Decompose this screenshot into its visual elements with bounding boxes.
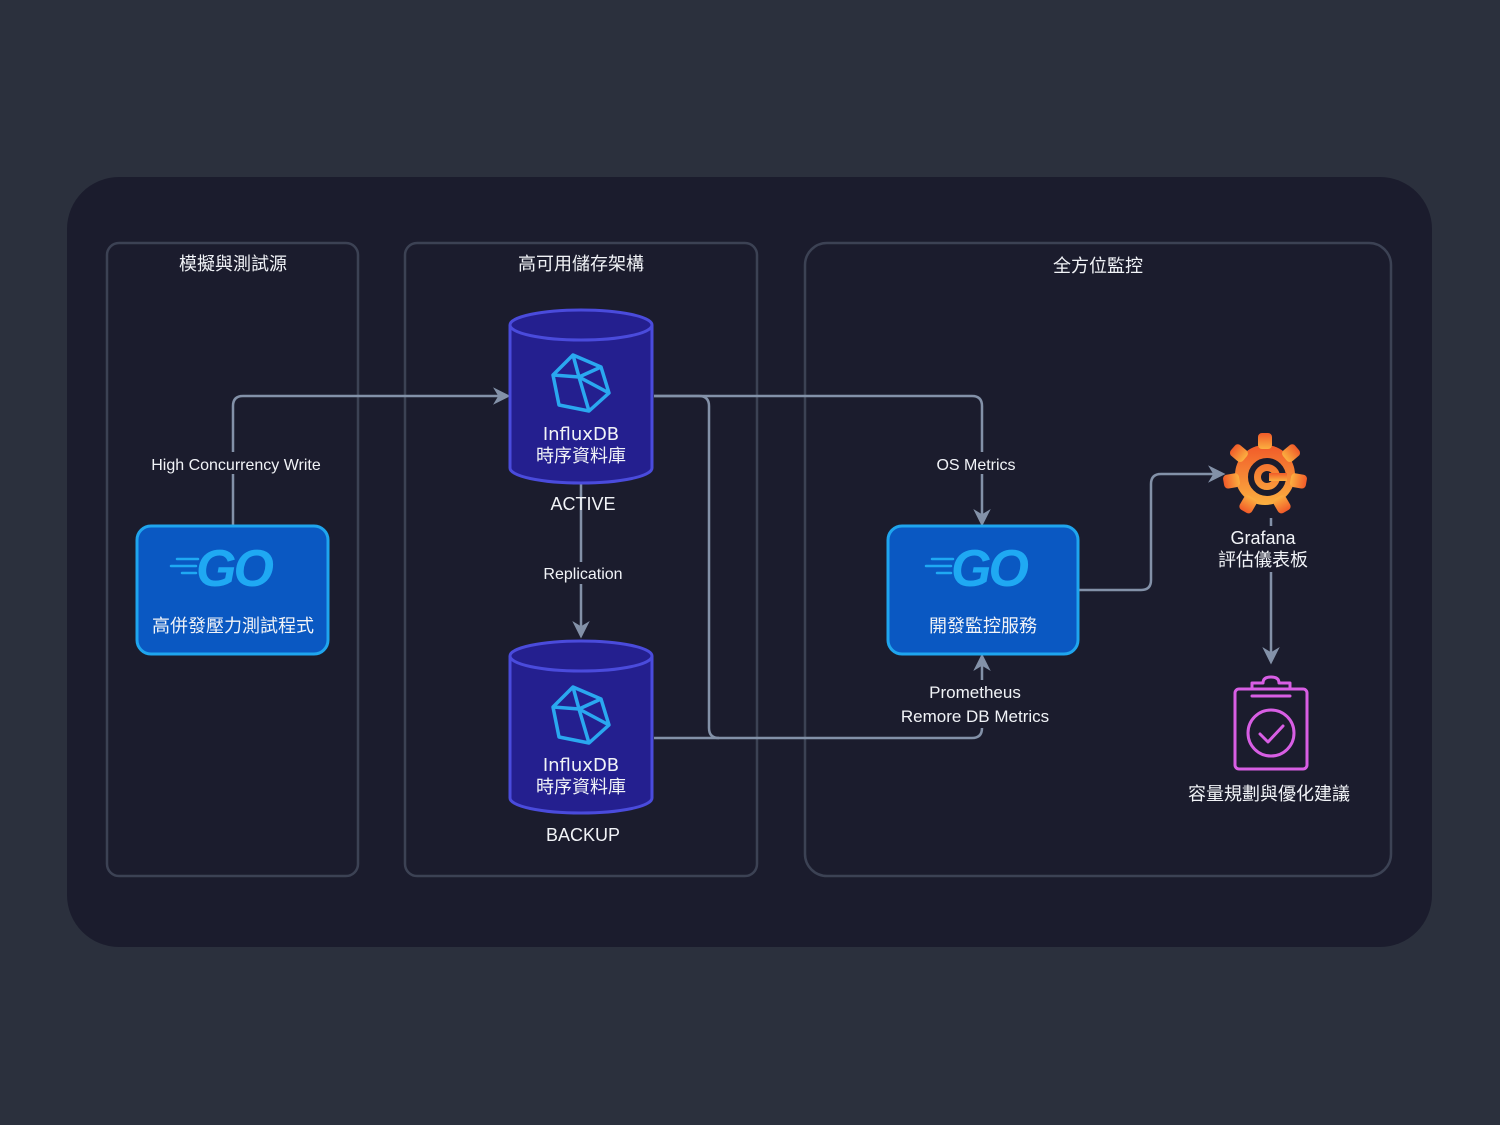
db-backup-label-line1: InfluxDB [543, 755, 619, 776]
node-db-backup[interactable]: InfluxDB 時序資料庫 BACKUP [508, 639, 654, 845]
go-logo-icon: GO [924, 540, 1031, 598]
node-db-active[interactable]: InfluxDB 時序資料庫 ACTIVE [508, 308, 654, 514]
influxdb-icon [551, 353, 611, 413]
svg-text:Remore DB Metrics: Remore DB Metrics [901, 707, 1049, 726]
clipboard-check-icon [1233, 675, 1309, 771]
svg-text:Replication: Replication [543, 566, 622, 583]
svg-text:GO: GO [951, 540, 1028, 598]
edge-to-grafana [1079, 465, 1226, 592]
edge-write-label: High Concurrency Write [142, 452, 332, 474]
svg-text:Prometheus: Prometheus [929, 683, 1021, 702]
svg-text:GO: GO [196, 540, 273, 598]
edge-write [231, 387, 511, 525]
edge-prometheus [654, 394, 991, 740]
grafana-label-line1: Grafana [1230, 528, 1296, 548]
node-monitor-service[interactable]: GO 開發監控服務 [886, 524, 1080, 656]
grafana-label-line2: 評估儀表板 [1218, 550, 1308, 571]
node-load-tester-label: 高併發壓力測試程式 [152, 616, 314, 637]
db-backup-status: BACKUP [546, 825, 620, 845]
edge-prometheus-label: Prometheus Remore DB Metrics [895, 680, 1055, 728]
node-capacity[interactable]: 容量規劃與優化建議 [1188, 675, 1350, 805]
group-simulation: 模擬與測試源 [105, 241, 360, 878]
go-logo-icon: GO [169, 540, 276, 598]
influxdb-icon [551, 685, 611, 745]
db-active-label-line1: InfluxDB [543, 424, 619, 445]
edge-os-metrics [654, 394, 991, 527]
svg-text:OS Metrics: OS Metrics [936, 457, 1015, 474]
group-storage-title: 高可用儲存架構 [518, 254, 644, 275]
capacity-label: 容量規劃與優化建議 [1188, 784, 1350, 805]
db-active-label-line2: 時序資料庫 [536, 446, 626, 467]
node-monitor-service-label: 開發監控服務 [929, 616, 1037, 637]
db-active-status: ACTIVE [550, 494, 615, 514]
edge-os-metrics-label: OS Metrics [930, 452, 1022, 474]
edge-replication-label: Replication [538, 562, 628, 584]
group-storage: 高可用儲存架構 [403, 241, 759, 878]
group-monitoring-title: 全方位監控 [1053, 256, 1143, 277]
grafana-icon [1223, 433, 1307, 514]
group-simulation-title: 模擬與測試源 [179, 254, 287, 275]
svg-text:High Concurrency Write: High Concurrency Write [151, 457, 321, 474]
node-load-tester[interactable]: GO 高併發壓力測試程式 [135, 524, 330, 656]
node-grafana[interactable]: Grafana 評估儀表板 [1218, 433, 1308, 572]
group-monitoring: 全方位監控 [803, 241, 1393, 878]
db-backup-label-line2: 時序資料庫 [536, 777, 626, 798]
